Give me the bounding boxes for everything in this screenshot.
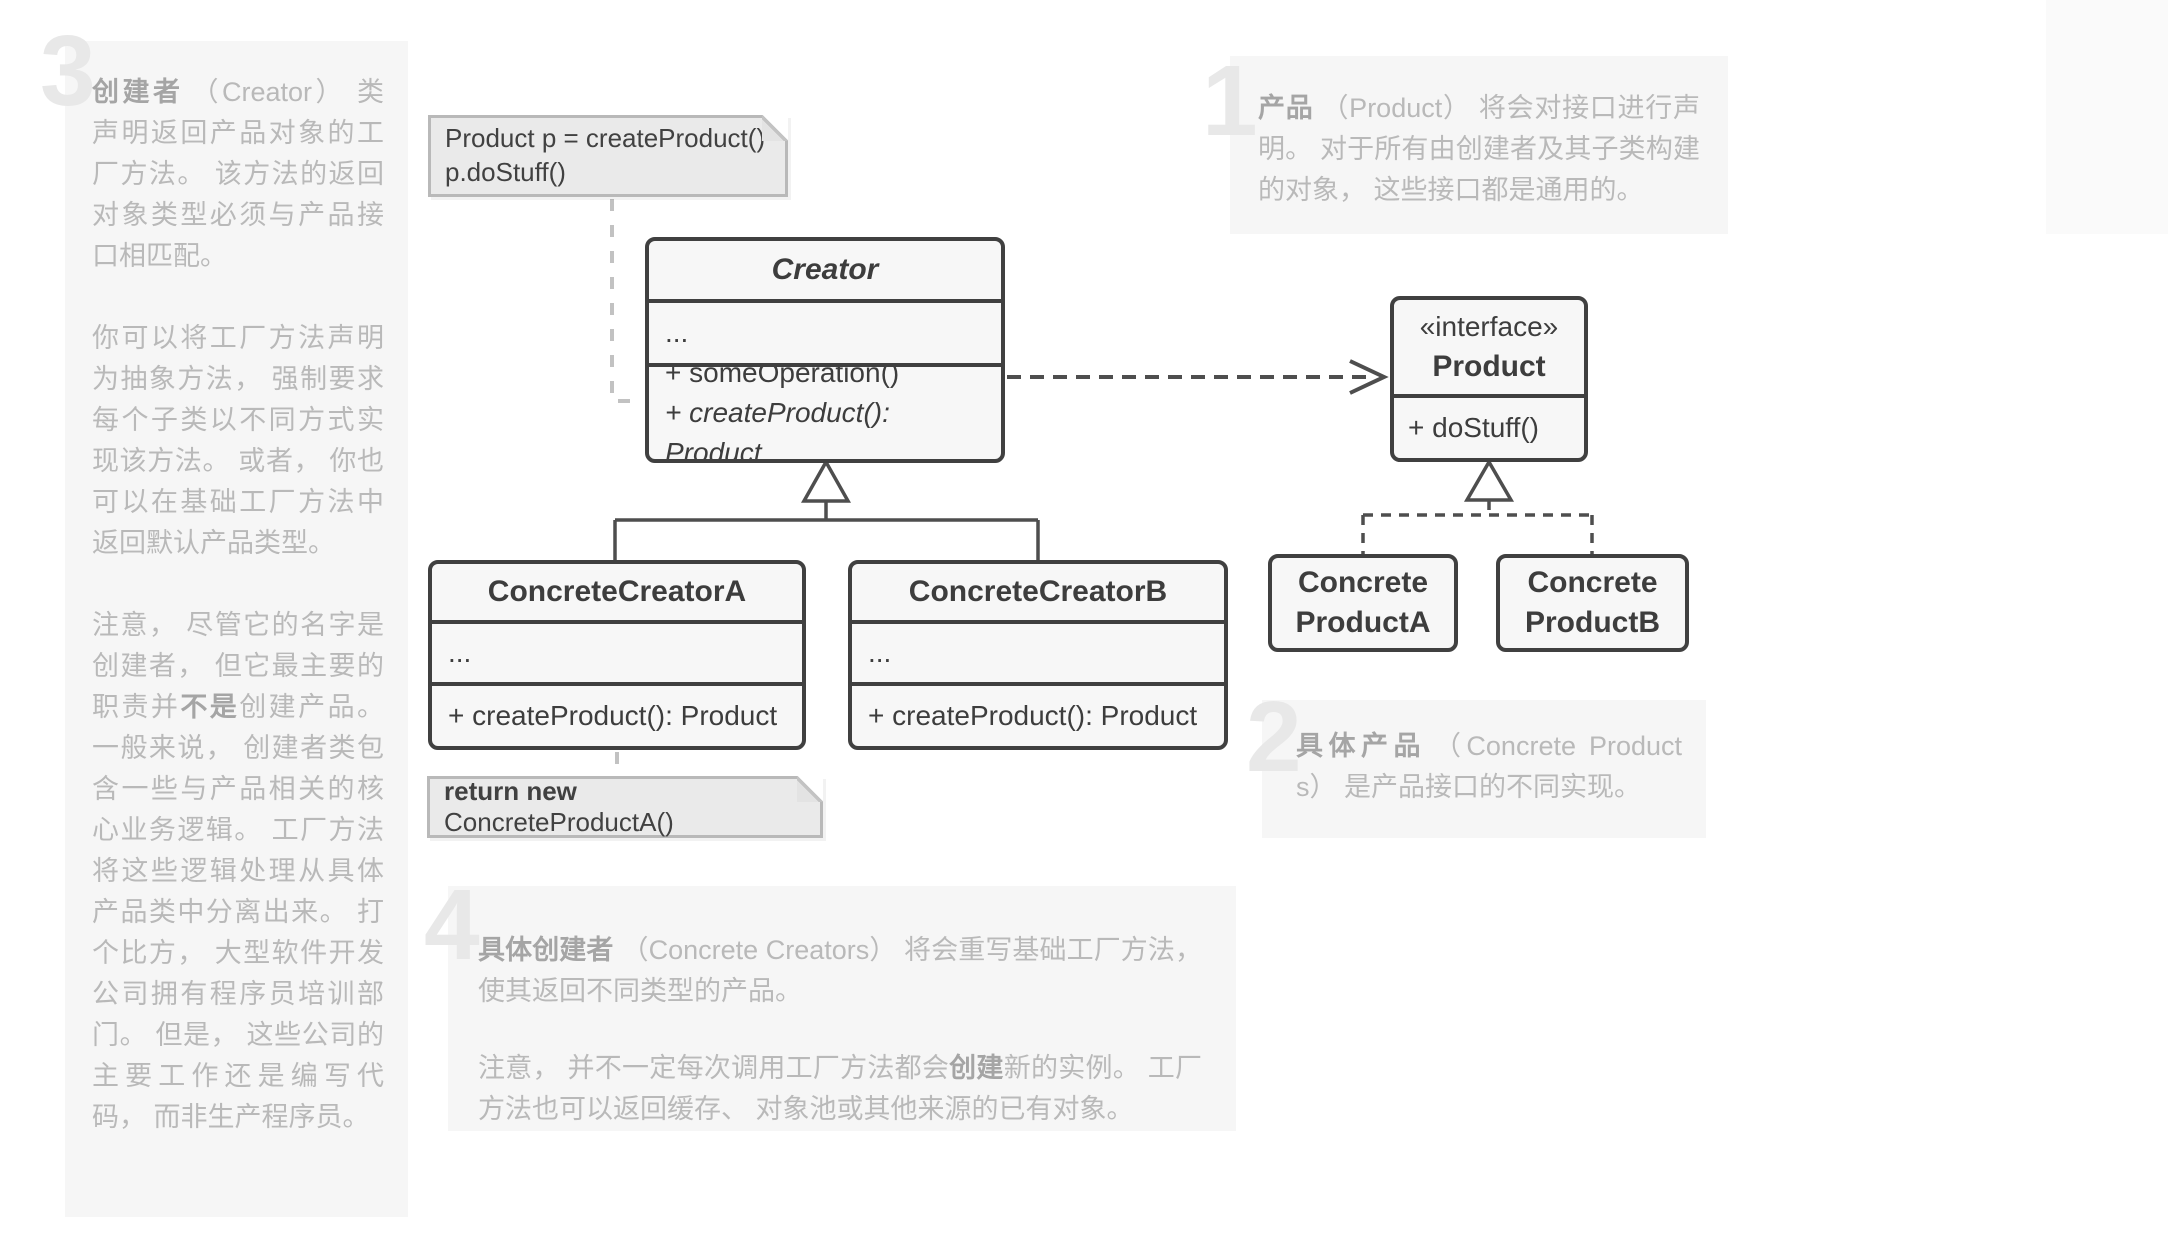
client-note-connector xyxy=(610,199,643,403)
callout-creator-p3-post: 创建产品。 一般来说， 创建者类包含一些与产品相关的核心业务逻辑。 工厂方法将这… xyxy=(92,692,385,1132)
creator-class-methods: + someOperation() + createProduct(): Pro… xyxy=(649,363,1001,459)
callout-creator-p1: （Creator） 类声明返回产品对象的工厂方法。 该方法的返回对象类型必须与产… xyxy=(92,77,384,271)
callout-creator-text: 创建者（Creator） 类声明返回产品对象的工厂方法。 该方法的返回对象类型必… xyxy=(92,72,384,1138)
dependency-arrowhead-icon xyxy=(1349,359,1389,395)
note-fold-corner-icon xyxy=(762,115,788,141)
concrete-creator-b-class: ConcreteCreatorB ... + createProduct(): … xyxy=(848,560,1228,750)
creator-class-title: Creator xyxy=(649,241,1001,299)
creator-method-someoperation: + someOperation() xyxy=(665,363,900,388)
concrete-creator-b-title: ConcreteCreatorB xyxy=(908,575,1168,608)
callout-creator-paragraph-2: 你可以将工厂方法声明为抽象方法， 强制要求每个子类以不同方式实现该方法。 或者，… xyxy=(92,323,384,558)
concrete-product-b-title-line1: Concrete xyxy=(1527,566,1658,599)
callout-product-number: 1 xyxy=(1202,45,1258,157)
callout-concrete-products-text: 具体产品（Concrete Products） 是产品接口的不同实现。 xyxy=(1296,726,1682,808)
callout-concrete-products-paragraph-1: 具体产品（Concrete Products） 是产品接口的不同实现。 xyxy=(1296,726,1682,808)
concrete-product-a-title-line2: ProductA xyxy=(1295,606,1431,639)
realization-triangle-icon xyxy=(1463,458,1515,502)
callout-concrete-creators-paragraph-2: 注意， 并不一定每次调用工厂方法都会创建新的实例。 工厂方法也可以返回缓存、 对… xyxy=(478,1048,1202,1130)
cutoff-content-block xyxy=(2046,0,2168,234)
callout-creator-p3-pre: 注意， 尽管它的名字是创建者， 但它最主要的职责并 xyxy=(92,610,384,722)
callout-creator-p3-bold: 不是 xyxy=(180,692,240,722)
note-fold-corner-icon xyxy=(797,776,823,802)
return-new-note-bold: return new xyxy=(444,776,577,806)
callout-creator-paragraph-3: 注意， 尽管它的名字是创建者， 但它最主要的职责并不是创建产品。 一般来说， 创… xyxy=(92,605,384,1138)
return-new-note-text: return new ConcreteProductA() xyxy=(444,776,806,838)
concrete-product-b-class: Concrete ProductB xyxy=(1496,554,1689,652)
callout-concrete-creators-p1: （Concrete Creators） 将会重写基础工厂方法， 使其返回不同类型… xyxy=(478,935,1203,1006)
inheritance-triangle-icon xyxy=(801,458,851,503)
callout-concrete-products-number: 2 xyxy=(1246,681,1302,793)
callout-concrete-products-term: 具体产品 xyxy=(1296,731,1426,761)
callout-creator-background xyxy=(65,41,408,1217)
client-code-note: Product p = createProduct() p.doStuff() xyxy=(428,115,788,197)
product-interface: «interface» Product + doStuff() xyxy=(1390,296,1588,462)
concrete-creator-a-class: ConcreteCreatorA ... + createProduct(): … xyxy=(428,560,806,750)
callout-creator-term: 创建者 xyxy=(92,77,184,107)
creator-method-createproduct: + createProduct(): Product xyxy=(665,397,890,459)
callout-concrete-creators-p2-bold: 创建 xyxy=(949,1053,1004,1083)
callout-product-p1: （Product） 将会对接口进行声明。 对于所有由创建者及其子类构建的对象， … xyxy=(1258,93,1700,205)
creator-class-fields: ... xyxy=(649,299,1001,363)
callout-product-paragraph-1: 产品（Product） 将会对接口进行声明。 对于所有由创建者及其子类构建的对象… xyxy=(1258,88,1700,211)
callout-creator-paragraph-1: 创建者（Creator） 类声明返回产品对象的工厂方法。 该方法的返回对象类型必… xyxy=(92,72,384,277)
concrete-creator-a-method: + createProduct(): Product xyxy=(432,682,802,746)
callout-concrete-creators-text: 具体创建者（Concrete Creators） 将会重写基础工厂方法， 使其返… xyxy=(478,930,1202,1130)
product-interface-stereotype: «interface» xyxy=(1419,311,1559,342)
callout-creator-number: 3 xyxy=(40,15,96,127)
concrete-creator-a-title: ConcreteCreatorA xyxy=(487,575,747,608)
creator-class: Creator ... + someOperation() + createPr… xyxy=(645,237,1005,463)
concrete-creator-b-method: + createProduct(): Product xyxy=(852,682,1224,746)
callout-concrete-creators-background xyxy=(448,886,1236,1131)
callout-concrete-creators-p2-post: 新的实例。 工厂方法也可以返回缓存、 对象池或其他来源的已有对象。 xyxy=(478,1053,1202,1124)
product-interface-name: Product xyxy=(1432,350,1546,383)
callout-product-background xyxy=(1230,56,1728,234)
callout-concrete-creators-term: 具体创建者 xyxy=(478,935,614,965)
concrete-creator-b-fields: ... xyxy=(852,620,1224,682)
callout-concrete-creators-number: 4 xyxy=(424,869,480,981)
callout-concrete-creators-paragraph-1: 具体创建者（Concrete Creators） 将会重写基础工厂方法， 使其返… xyxy=(478,930,1202,1012)
callout-concrete-products-background xyxy=(1262,700,1706,838)
callout-product-text: 产品（Product） 将会对接口进行声明。 对于所有由创建者及其子类构建的对象… xyxy=(1258,88,1700,211)
return-new-note: return new ConcreteProductA() xyxy=(427,776,823,838)
client-code-note-line2: p.doStuff() xyxy=(445,157,566,187)
callout-concrete-creators-p2-pre: 注意， 并不一定每次调用工厂方法都会 xyxy=(478,1053,950,1083)
callout-concrete-products-p1: （Concrete Products） 是产品接口的不同实现。 xyxy=(1296,731,1683,802)
concrete-product-a-title-line1: Concrete xyxy=(1297,566,1429,599)
concrete-product-b-title-line2: ProductB xyxy=(1525,606,1660,639)
client-code-note-line1: Product p = createProduct() xyxy=(445,123,766,153)
product-interface-title: «interface» Product xyxy=(1394,300,1584,394)
return-new-note-rest: ConcreteProductA() xyxy=(444,807,674,837)
concrete-creator-a-fields: ... xyxy=(432,620,802,682)
creator-class-name: Creator xyxy=(771,253,879,286)
callout-product-term: 产品 xyxy=(1258,93,1314,123)
product-interface-method: + doStuff() xyxy=(1394,394,1584,458)
concrete-product-a-class: Concrete ProductA xyxy=(1268,554,1458,652)
